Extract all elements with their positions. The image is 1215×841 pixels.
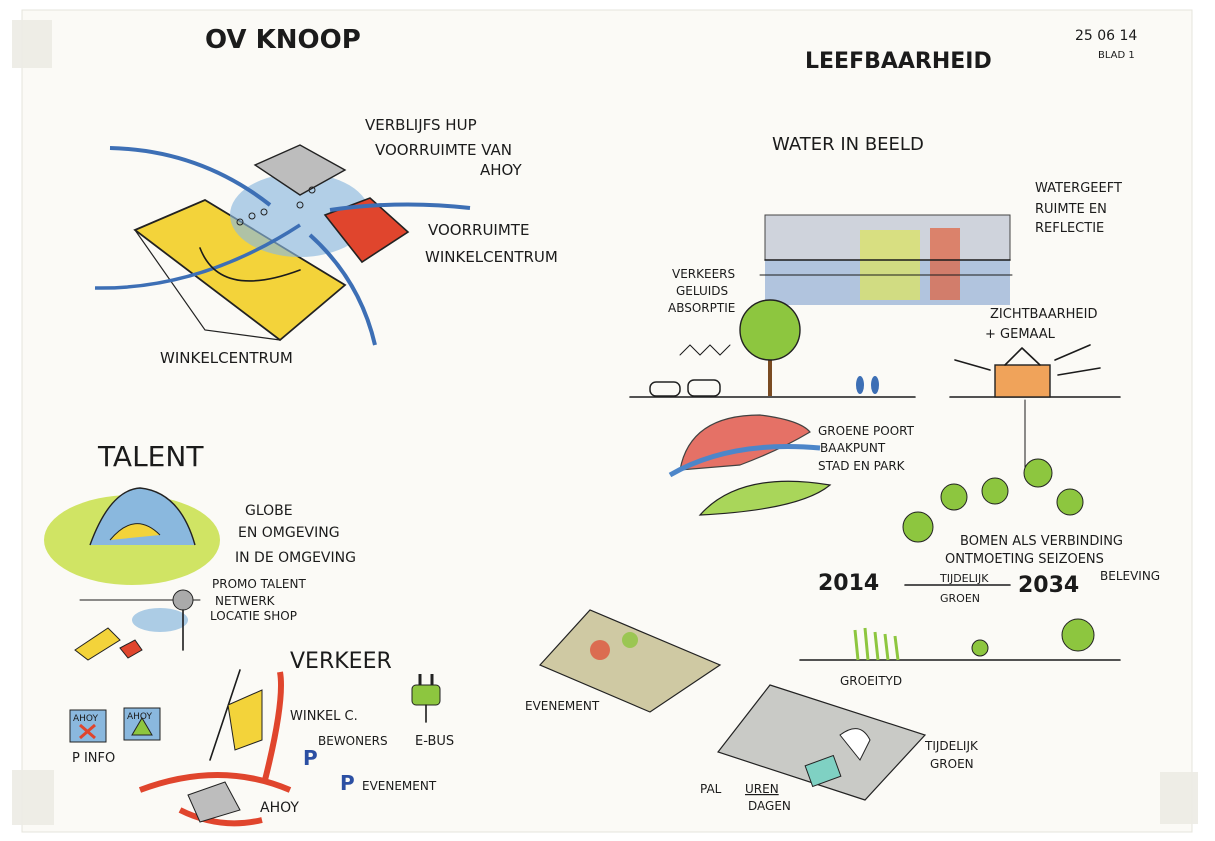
parking-icon-1: P [303,746,318,770]
sign-ahoy-label-2: AHOY [127,712,153,722]
groene-poort-sketch [668,414,832,516]
label-evenement-plan: EVENEMENT [525,699,600,713]
gemaal-sketch [949,344,1121,471]
label-uren: UREN [745,782,779,796]
tape-bottom-left [12,770,54,825]
label-verkeer-3: ABSORPTIE [668,301,735,315]
label-promo-1: PROMO TALENT [212,577,306,591]
tape-top-left [12,20,52,68]
water-facade-sketch [759,214,1013,305]
groeityd-sketch [799,618,1121,661]
evenement-sketch [538,609,722,713]
label-dagen: DAGEN [748,799,791,813]
label-watergeeft-2: RUIMTE EN [1035,202,1107,217]
tijdelijk-groen-sketch [717,684,927,801]
label-tijdelijk-1: TIJDELIJK [924,739,979,753]
label-groene-1: GROENE POORT [818,424,915,438]
title-ov-knoop: OV KNOOP [205,25,361,55]
label-winkelcentrum: WINKELCENTRUM [160,349,293,367]
year-2034: 2034 [1018,573,1079,598]
label-zicht-2: + GEMAAL [985,327,1056,342]
label-globe-3: IN DE OMGEVING [235,550,356,566]
label-p-info: P INFO [72,751,115,766]
label-watergeeft-3: REFLECTIE [1035,221,1104,236]
street-section-sketch [629,299,916,398]
label-groene-2: BAAKPUNT [820,441,886,455]
label-verkeer-2: GELUIDS [676,284,728,298]
water-in-beeld: WATER IN BEELD [772,134,924,155]
globe-sketch [44,487,220,601]
label-verkeer-1: VERKEERS [672,267,735,281]
label-promo-3: LOCATIE SHOP [210,609,297,623]
label-promo-2: NETWERK [215,594,276,608]
paper [21,9,1193,833]
timeline-label-2: GROEN [940,592,980,605]
label-globe-2: EN OMGEVING [238,525,340,541]
label-winkel: WINKEL C. [290,709,358,724]
label-bomen-2: ONTMOETING SEIZOENS [945,552,1104,567]
year-2014: 2014 [818,571,879,596]
sign-ahoy-red [69,709,107,743]
label-watergeeft-1: WATERGEEFT [1035,181,1122,196]
label-globe-1: GLOBE [245,503,293,519]
timeline-label-1: TIJDELIJK [939,572,989,585]
title-leefbaarheid: LEEFBAARHEID [805,49,992,74]
sign-ahoy-label-1: AHOY [73,714,99,724]
parking-icon-2: P [340,771,355,795]
label-groene-3: STAD EN PARK [818,459,906,473]
label-verblijf-1: VERBLIJFS HUP [365,116,477,134]
label-tijdelijk-2: GROEN [930,757,974,771]
ov-knoop-sketch [94,144,471,346]
label-bomen-1: BOMEN ALS VERBINDING [960,534,1123,549]
label-verblijf-3: AHOY [480,161,523,179]
title-talent: TALENT [97,440,204,473]
verkeer-sketch [138,669,292,827]
tape-bottom-right [1160,772,1198,824]
label-pal: PAL [700,782,722,796]
label-voorruimte-1: VOORRUIMTE [428,221,529,239]
label-voorruimte-2: WINKELCENTRUM [425,248,558,266]
label-bomen-3: BELEVING [1100,569,1160,583]
shop-sketch [74,589,194,661]
ebus-plug-icon [411,674,441,723]
label-bewoners: BEWONERS [318,734,388,748]
label-ebus: E-BUS [415,734,454,749]
label-groeityd: GROEITYD [840,674,902,688]
label-ahoy: AHOY [260,800,299,816]
label-evenement-p: EVENEMENT [362,779,437,793]
label-zicht-1: ZICHTBAARHEID [990,307,1097,322]
label-verblijf-2: VOORRUIMTE VAN [375,141,512,159]
title-verkeer: VERKEER [290,649,392,674]
sign-ahoy-green [123,707,161,741]
bomen-sketch [902,458,1084,543]
sheet-label: BLAD 1 [1098,50,1135,61]
date-label: 25 06 14 [1075,28,1137,44]
